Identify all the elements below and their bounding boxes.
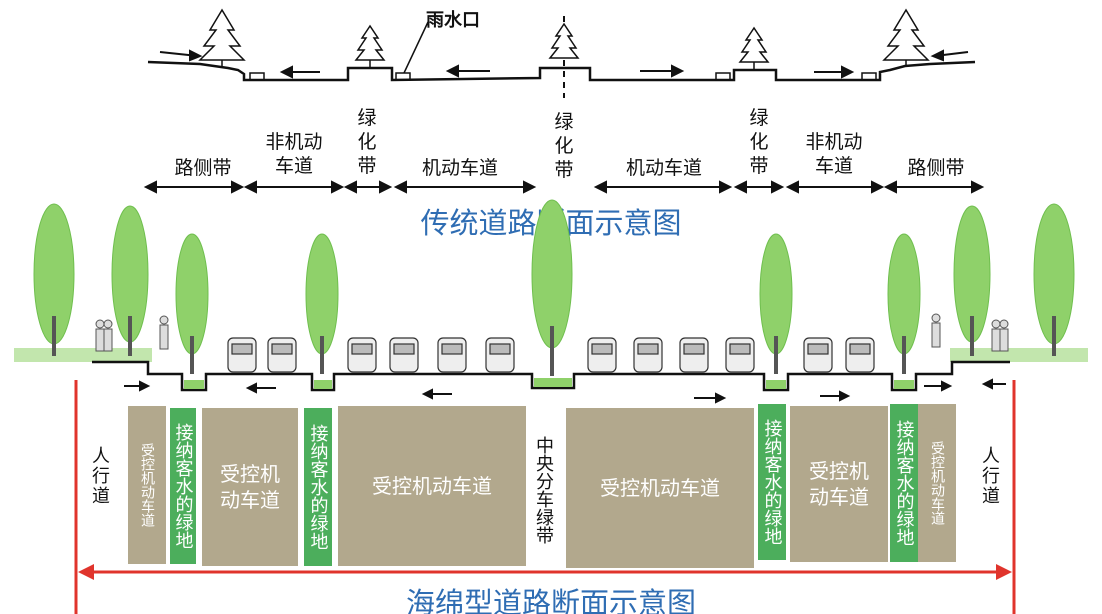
drain-box [861, 72, 877, 81]
tree-icon [175, 233, 209, 374]
tree-icon [531, 199, 573, 376]
flow-arrow [279, 65, 320, 79]
green-receive-4-text: 接纳客水的绿地 [893, 420, 915, 546]
lane-5-box: 受控机 动车道 [790, 406, 888, 562]
flow-arrow [924, 380, 953, 392]
flow-arrow [421, 388, 452, 400]
car-icon [227, 337, 257, 373]
sponge-flow-arrows [124, 378, 1006, 404]
pedestrian-icon [991, 319, 1001, 352]
tree-icon [953, 205, 991, 356]
green-receive-4-box: 接纳客水的绿地 [888, 402, 920, 564]
flow-arrow [814, 65, 855, 79]
car-icon [845, 337, 875, 373]
red-dimension-lines [74, 380, 1016, 614]
flow-arrow [445, 64, 490, 78]
flow-arrow [124, 380, 151, 392]
tree-icon [111, 205, 149, 356]
label-green-right: 绿 化 带 [749, 107, 769, 177]
car-icon [347, 337, 377, 373]
tree-outline-icon [548, 22, 580, 59]
flow-arrow [930, 49, 969, 62]
label-roadside-left: 路侧带 [174, 157, 232, 179]
car-icon [587, 337, 617, 373]
tree-icon [887, 233, 921, 374]
small-lane-left-box: 受控机动车道 [128, 406, 166, 564]
small-lane-right-box: 受控机动车道 [918, 404, 956, 562]
label-nonmotor-left: 非机动 车道 [265, 131, 323, 177]
tree-icon [305, 233, 339, 374]
lane-5-text: 受控机 动车道 [809, 459, 869, 509]
pedestrian-icon [95, 319, 105, 352]
trees-layer [33, 199, 1075, 376]
green-receive-1-text: 接纳客水的绿地 [172, 423, 194, 549]
car-icon [485, 337, 515, 373]
green-receive-2-box: 接纳客水的绿地 [302, 406, 334, 568]
label-green-left: 绿 化 带 [357, 107, 377, 177]
lane-main-right-box: 受控机动车道 [566, 408, 754, 568]
road-profile-line [147, 60, 976, 82]
tree-outline-icon [354, 24, 386, 68]
drain-box [715, 72, 731, 81]
sponge-caption: 海绵型道路断面示意图 [405, 586, 696, 614]
pedestrian-icon [999, 319, 1009, 352]
label-motor-right: 机动车道 [625, 157, 702, 179]
flow-arrow [159, 49, 203, 62]
label-motor-left: 机动车道 [421, 157, 498, 179]
lane-2-text: 受控机 动车道 [220, 462, 280, 512]
green-receive-2-text: 接纳客水的绿地 [307, 424, 329, 550]
label-roadside-right: 路侧带 [907, 157, 965, 179]
small-lane-left-text: 受控机动车道 [139, 443, 155, 527]
sponge-road-profile [92, 360, 1010, 392]
lane-2-box: 受控机 动车道 [202, 408, 298, 566]
green-receive-3-box: 接纳客水的绿地 [756, 402, 788, 562]
flow-arrow [640, 64, 685, 78]
drain-pointer [403, 21, 429, 74]
lane-main-left-text: 受控机动车道 [372, 474, 492, 498]
pedestrian-icon [159, 315, 169, 350]
label-nonmotor-right: 非机动 车道 [805, 131, 863, 177]
tree-outline-icon [738, 26, 770, 70]
car-icon [803, 337, 833, 373]
car-icon [267, 337, 297, 373]
car-icon [679, 337, 709, 373]
flow-arrow [694, 392, 727, 404]
drain-box [249, 72, 265, 81]
car-icon [633, 337, 663, 373]
green-receive-3-text: 接纳客水的绿地 [761, 419, 783, 545]
tree-outline-icon [198, 8, 246, 66]
drain-box [395, 72, 411, 81]
tree-icon [33, 203, 75, 356]
tree-icon [759, 233, 793, 374]
dimension-arrows [143, 180, 985, 194]
tree-icon [1033, 203, 1075, 356]
flow-arrow [820, 390, 851, 402]
pedestrian-icon [103, 319, 113, 352]
traditional-section-drawing [143, 8, 985, 194]
sidewalk-left-label: 人行道 [89, 446, 110, 506]
tree-outline-icon [882, 8, 930, 66]
lane-main-right-text: 受控机动车道 [600, 476, 720, 500]
green-receive-1-box: 接纳客水的绿地 [168, 406, 198, 566]
car-icon [437, 337, 467, 373]
median-text: 中央分车绿带 [533, 436, 554, 544]
flow-arrow [981, 378, 1006, 390]
flow-arrow [245, 382, 276, 394]
sidewalk-right-label: 人行道 [979, 446, 1000, 506]
median-box: 中央分车绿带 [528, 420, 558, 560]
drain-label: 雨水口 [426, 10, 480, 31]
pedestrian-icon [931, 313, 941, 348]
lane-main-left-box: 受控机动车道 [338, 406, 526, 566]
car-icon [725, 337, 755, 373]
small-lane-right-text: 受控机动车道 [929, 441, 945, 525]
label-green-center: 绿 化 带 [554, 111, 574, 181]
car-icon [389, 337, 419, 373]
